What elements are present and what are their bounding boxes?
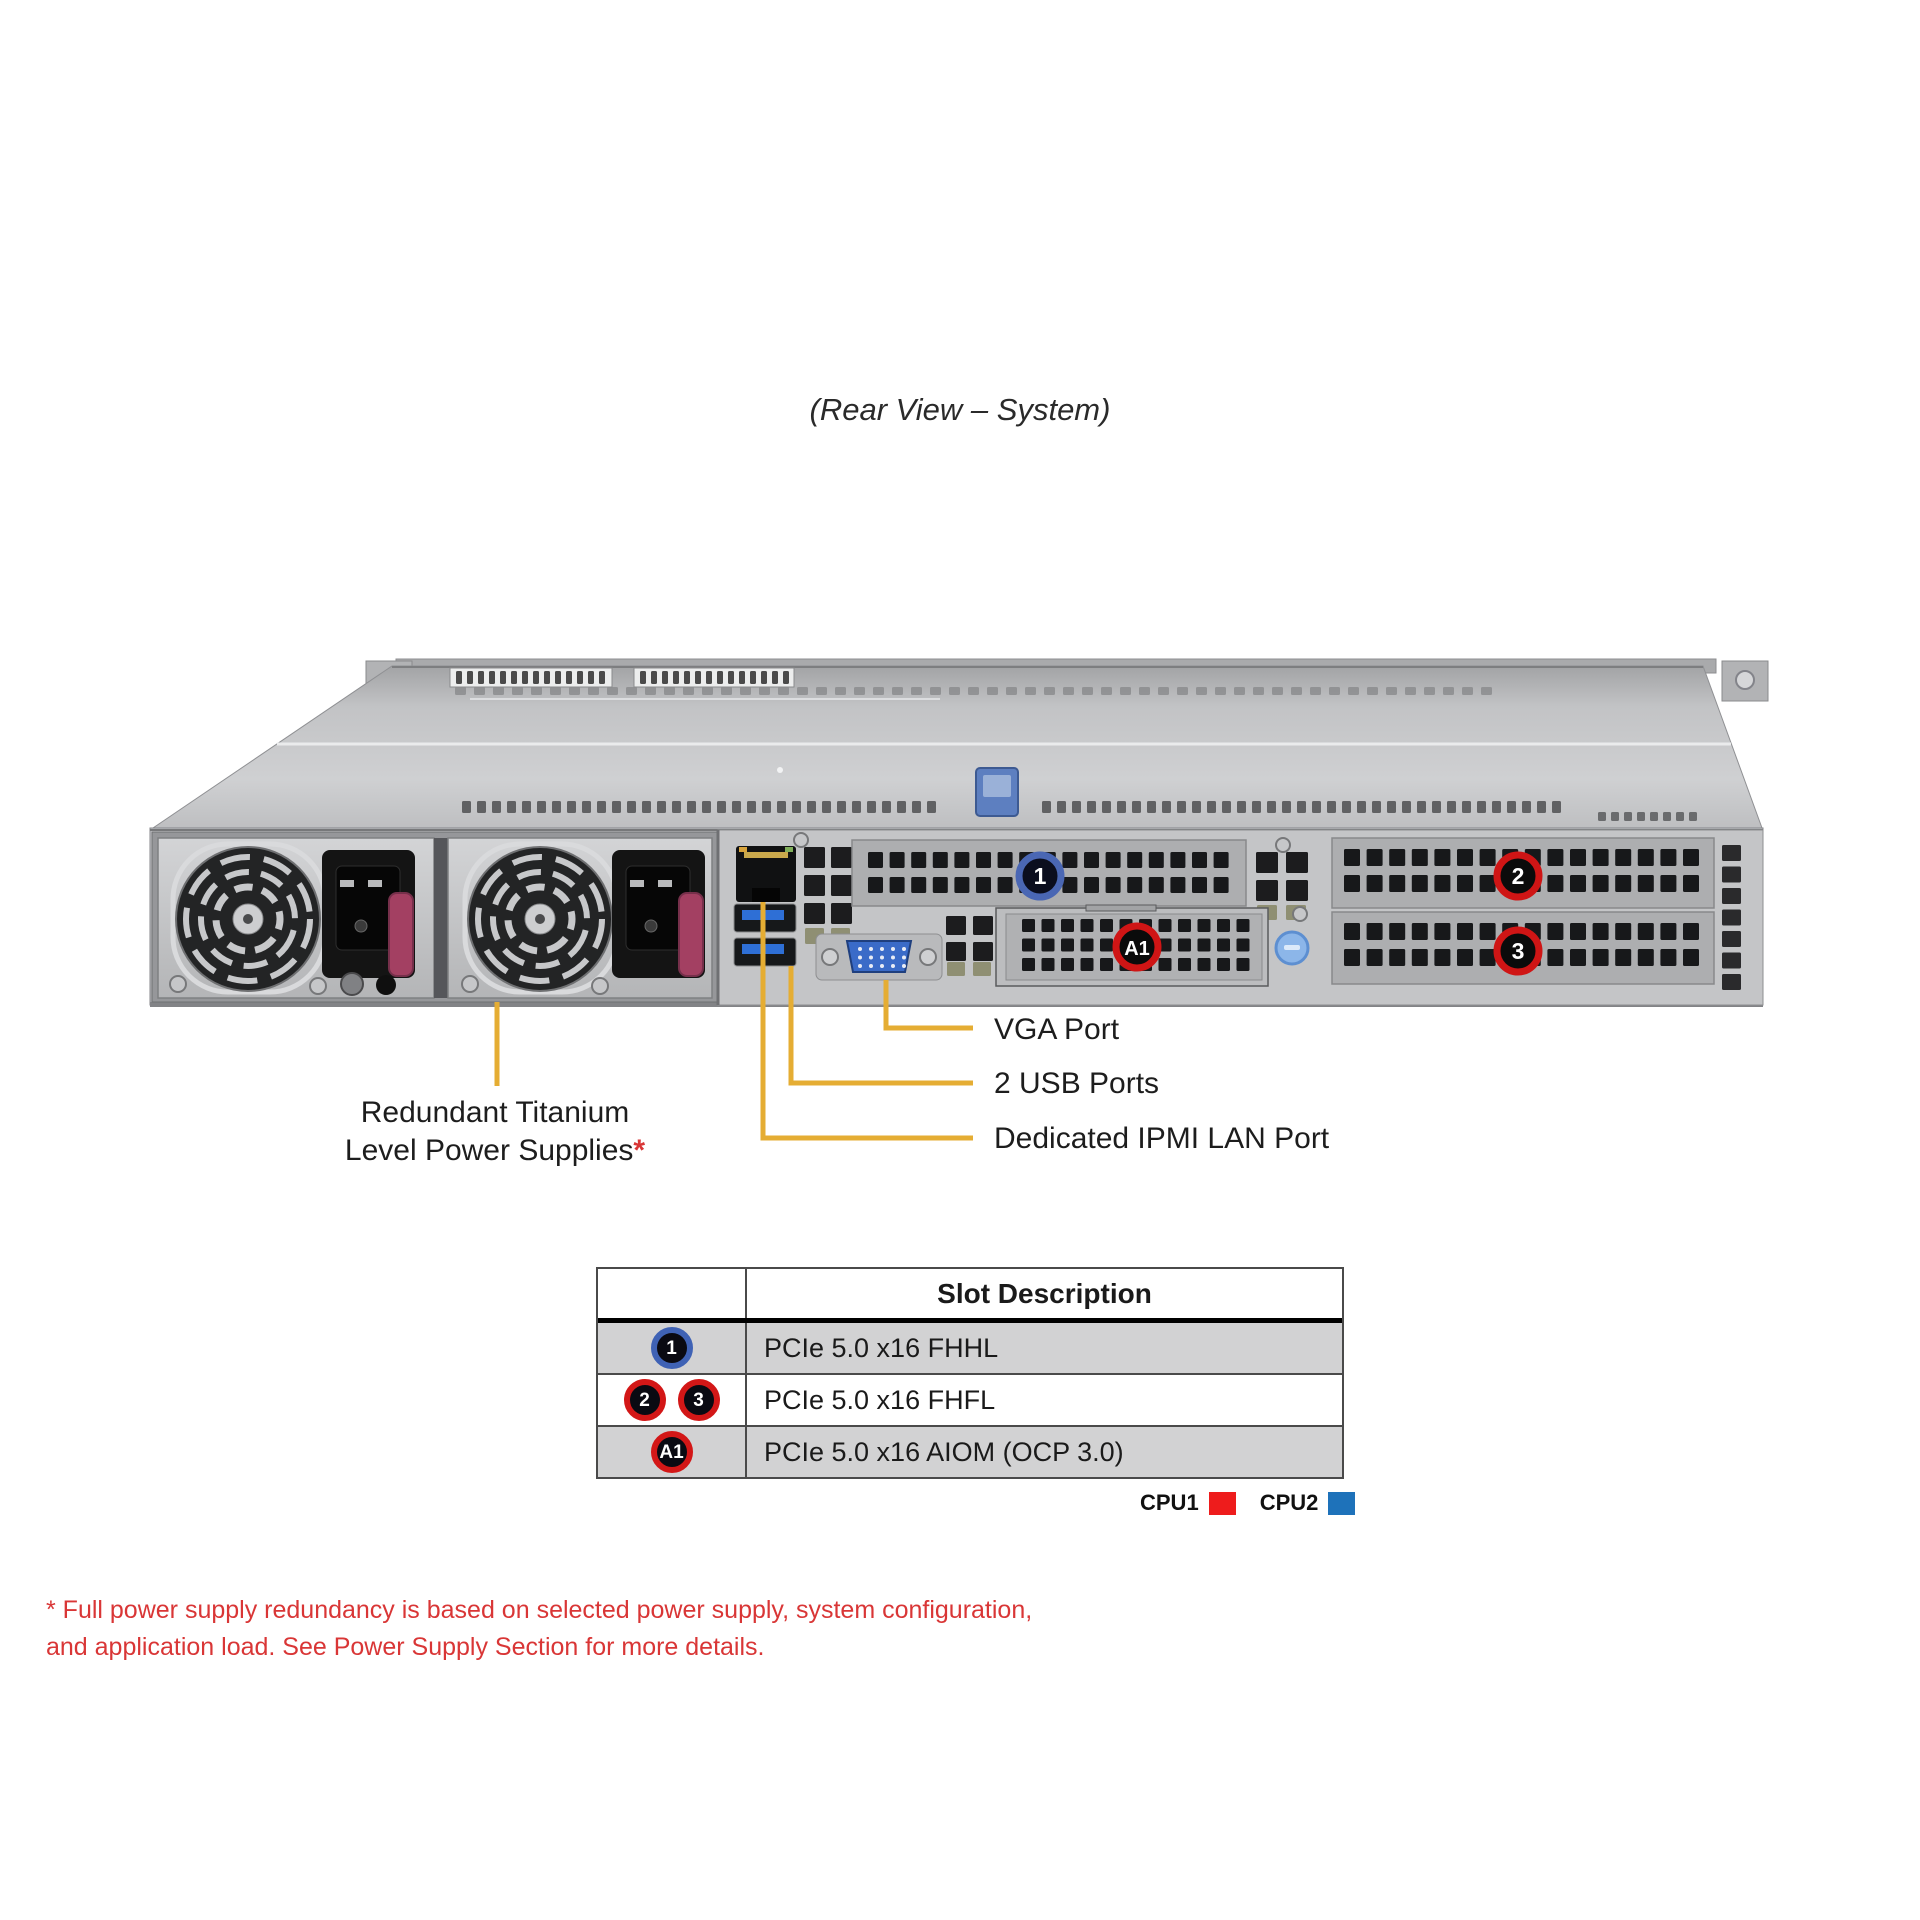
- footnote: * Full power supply redundancy is based …: [46, 1592, 1032, 1666]
- table-header-title: Slot Description: [937, 1277, 1152, 1309]
- usb-callout-line: [788, 966, 973, 1086]
- row2-badges: 2 3: [598, 1375, 747, 1425]
- vent-cluster-a: [804, 847, 852, 944]
- slot-1-badge: 1: [1015, 851, 1065, 901]
- power-supply-bay: [151, 831, 719, 1003]
- lid-serrations: [455, 687, 1492, 695]
- chassis-lid: [151, 665, 1763, 829]
- slot-a1-badge: A1: [1112, 922, 1162, 972]
- lid-latch: [975, 767, 1019, 817]
- svg-text:2: 2: [1512, 863, 1525, 889]
- row3-badges: A1: [598, 1427, 747, 1477]
- lid-label-1: [449, 667, 613, 688]
- row3-description: PCIe 5.0 x16 AIOM (OCP 3.0): [764, 1436, 1124, 1467]
- power-supplies-label: Redundant Titanium Level Power Supplies*: [300, 1094, 690, 1170]
- badge-slot-a1: A1: [650, 1431, 693, 1473]
- psu2-fan-grille: [467, 846, 613, 992]
- vga-port: [815, 933, 943, 981]
- cpu-legend: CPU1 CPU2: [1140, 1490, 1356, 1516]
- svg-text:1: 1: [1034, 863, 1047, 889]
- cpu2-label: CPU2: [1259, 1490, 1319, 1515]
- badge-slot2: 2: [623, 1379, 666, 1421]
- lid-vent-row-left: [462, 801, 936, 813]
- power-supply-2: [447, 837, 713, 999]
- ipmi-lan-port-label: Dedicated IPMI LAN Port: [994, 1122, 1330, 1155]
- badge-slot3: 3: [677, 1379, 720, 1421]
- row1-description: PCIe 5.0 x16 FHHL: [764, 1332, 999, 1363]
- row1-badges: 1: [598, 1323, 747, 1373]
- psu1-power-inlet: [322, 850, 415, 978]
- panel-screw: [1292, 906, 1308, 922]
- slot-3-badge: 3: [1493, 926, 1543, 976]
- cpu1-label: CPU1: [1140, 1490, 1199, 1515]
- panel-screw: [793, 832, 809, 848]
- vga-port-label: VGA Port: [994, 1013, 1120, 1046]
- lid-vent-row-right: [1042, 801, 1561, 813]
- svg-text:3: 3: [1512, 938, 1525, 964]
- vent-cluster-c: [946, 916, 993, 976]
- table-header-badge-cell: [598, 1269, 747, 1318]
- table-row: 2 3 PCIe 5.0 x16 FHFL: [598, 1373, 1342, 1425]
- footnote-line2: and application load. See Power Supply S…: [46, 1633, 765, 1661]
- slot-2-badge: 2: [1493, 851, 1543, 901]
- lid-label-2: [633, 667, 795, 688]
- table-row: 1 PCIe 5.0 x16 FHHL: [598, 1323, 1342, 1373]
- usb-ports-label: 2 USB Ports: [994, 1067, 1160, 1100]
- psu2-power-inlet: [612, 850, 705, 978]
- slot-description-table: Slot Description 1 PCIe 5.0 x16 FHHL 2 3…: [596, 1267, 1344, 1479]
- psu-label-line1: Redundant Titanium: [360, 1096, 630, 1129]
- footnote-line1: * Full power supply redundancy is based …: [46, 1596, 1033, 1624]
- io-panel: 1 2: [716, 829, 1764, 1006]
- callout-lines: [494, 902, 973, 1141]
- lid-vent-row-far-right: [1598, 812, 1697, 821]
- vga-pins: [858, 947, 906, 968]
- badge-slot1: 1: [650, 1327, 693, 1369]
- diagram-title: (Rear View – System): [809, 392, 1111, 427]
- row2-description: PCIe 5.0 x16 FHFL: [764, 1384, 996, 1415]
- svg-text:A1: A1: [1124, 938, 1150, 960]
- psu-footnote-asterisk: *: [633, 1134, 646, 1167]
- psu-label-line2: Level Power Supplies: [344, 1134, 634, 1167]
- thumbscrew: [1274, 930, 1310, 966]
- ipmi-lan-port: [736, 846, 796, 902]
- table-header-row: Slot Description: [598, 1269, 1342, 1323]
- cpu2-color-swatch: [1328, 1491, 1356, 1515]
- vga-callout-line: [883, 980, 973, 1031]
- cpu1-color-swatch: [1208, 1491, 1236, 1515]
- table-row: A1 PCIe 5.0 x16 AIOM (OCP 3.0): [598, 1425, 1342, 1477]
- right-vent-column: [1722, 845, 1741, 990]
- power-supply-1: [157, 837, 435, 999]
- psu1-fan-grille: [175, 846, 321, 992]
- ipmi-callout-line: [760, 902, 973, 1141]
